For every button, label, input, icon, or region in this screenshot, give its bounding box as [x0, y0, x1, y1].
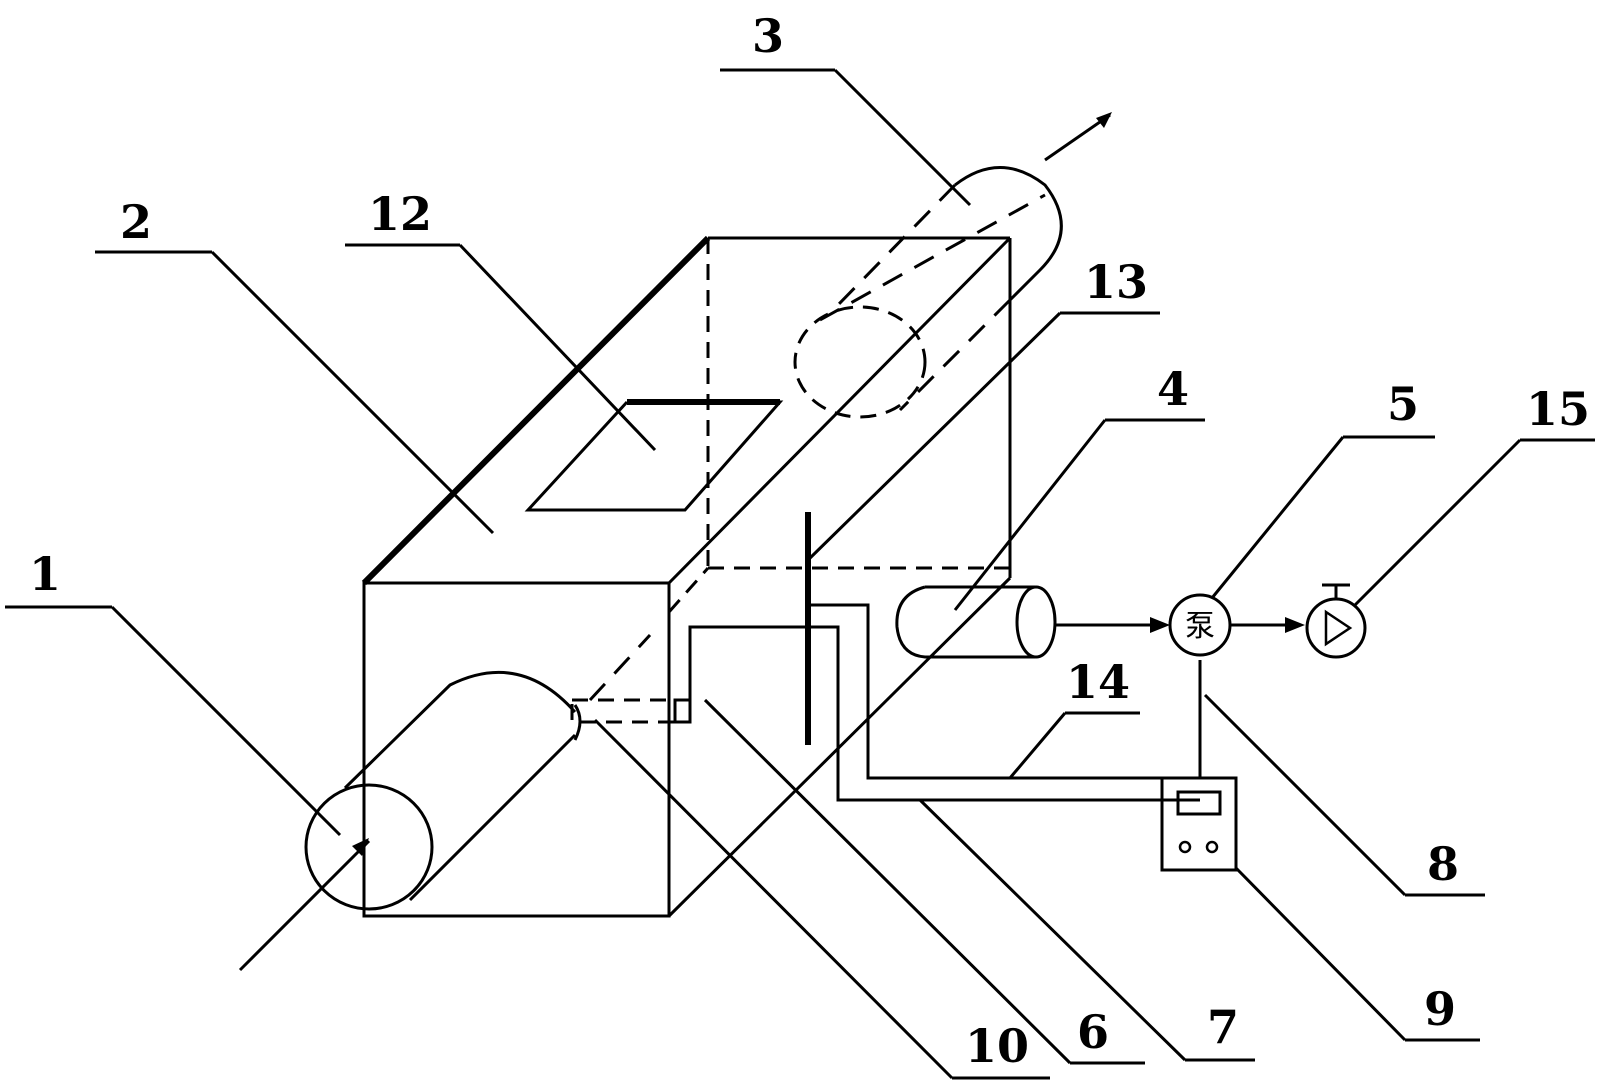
inlet-axis-hidden [588, 633, 652, 702]
sampling-nozzle [570, 698, 692, 724]
leader-12 [458, 243, 657, 452]
label-7: 7 [1207, 1000, 1239, 1054]
outlet-pipe-bottom-hidden [898, 298, 1012, 412]
outlet-pipe-top-hidden [836, 183, 957, 307]
inlet-pipe-end [573, 704, 582, 741]
controller-display [1176, 790, 1222, 816]
label-8: 8 [1427, 837, 1459, 891]
flow-arrow-2-icon [1285, 617, 1305, 633]
flow-meter-triangle-icon [1324, 609, 1353, 647]
outlet-arrow-icon [1096, 112, 1112, 128]
flow-meter [1305, 583, 1367, 659]
leader-4 [953, 419, 1107, 611]
label-5: 5 [1387, 377, 1419, 431]
pump-label: 泵 [1185, 609, 1215, 644]
label-2: 2 [120, 195, 152, 249]
label-14: 14 [1066, 655, 1130, 709]
inlet-pipe [238, 633, 652, 972]
label-3: 3 [752, 9, 784, 63]
leader-15 [1353, 438, 1522, 607]
tube-14 [808, 603, 1200, 780]
nozzle-hidden-body [570, 698, 692, 724]
leader-7 [918, 798, 1187, 1062]
inlet-opening [304, 783, 434, 911]
tube-7 [688, 625, 1200, 802]
controller-knob-left [1178, 840, 1192, 854]
outlet-pipe [793, 112, 1112, 419]
top-window [524, 399, 784, 512]
leader-13 [806, 311, 1062, 562]
chamber-hidden-diagonal [667, 567, 710, 613]
controller [1160, 776, 1238, 872]
chamber-top-left-edge [361, 235, 711, 586]
flow-arrow-1-icon [1150, 617, 1170, 633]
outlet-opening [954, 166, 1063, 302]
top-window-outline [524, 400, 784, 512]
nozzle-port [673, 698, 692, 724]
leader-2 [210, 250, 495, 535]
label-10: 10 [965, 1019, 1029, 1073]
leader-10 [593, 718, 954, 1080]
label-15: 15 [1526, 382, 1590, 436]
inlet-arrow-icon [352, 838, 369, 856]
outlet-axis-hidden [819, 193, 1046, 322]
flow-meter-body [1305, 597, 1367, 659]
leader-9 [1234, 866, 1407, 1042]
filter-cylinder [895, 585, 1057, 659]
controller-body [1160, 776, 1238, 872]
leader-5 [1210, 436, 1345, 599]
outlet-inner-circle [793, 305, 927, 419]
label-6: 6 [1077, 1005, 1109, 1059]
inlet-pipe-top [343, 670, 577, 790]
chamber-top-right-edge [667, 236, 1012, 585]
inlet-pipe-bottom [408, 733, 577, 902]
label-9: 9 [1424, 982, 1456, 1036]
leader-14 [1008, 712, 1067, 779]
filter-end-cap [1015, 585, 1057, 659]
leader-6 [703, 698, 1072, 1065]
leader-3 [833, 68, 972, 207]
label-4: 4 [1157, 362, 1189, 416]
tubing [688, 603, 1202, 802]
label-12: 12 [368, 187, 432, 241]
filter-body-left [895, 585, 1035, 659]
callouts: 1 2 3 12 13 4 5 15 14 [5, 9, 1595, 1080]
pump: 泵 [1168, 593, 1232, 657]
leader-1 [110, 605, 342, 837]
label-13: 13 [1084, 255, 1148, 309]
label-1: 1 [29, 547, 61, 601]
outlet-axis [1044, 113, 1111, 162]
inlet-axis [238, 839, 371, 972]
controller-knob-right [1205, 840, 1219, 854]
leader-8 [1203, 693, 1407, 897]
